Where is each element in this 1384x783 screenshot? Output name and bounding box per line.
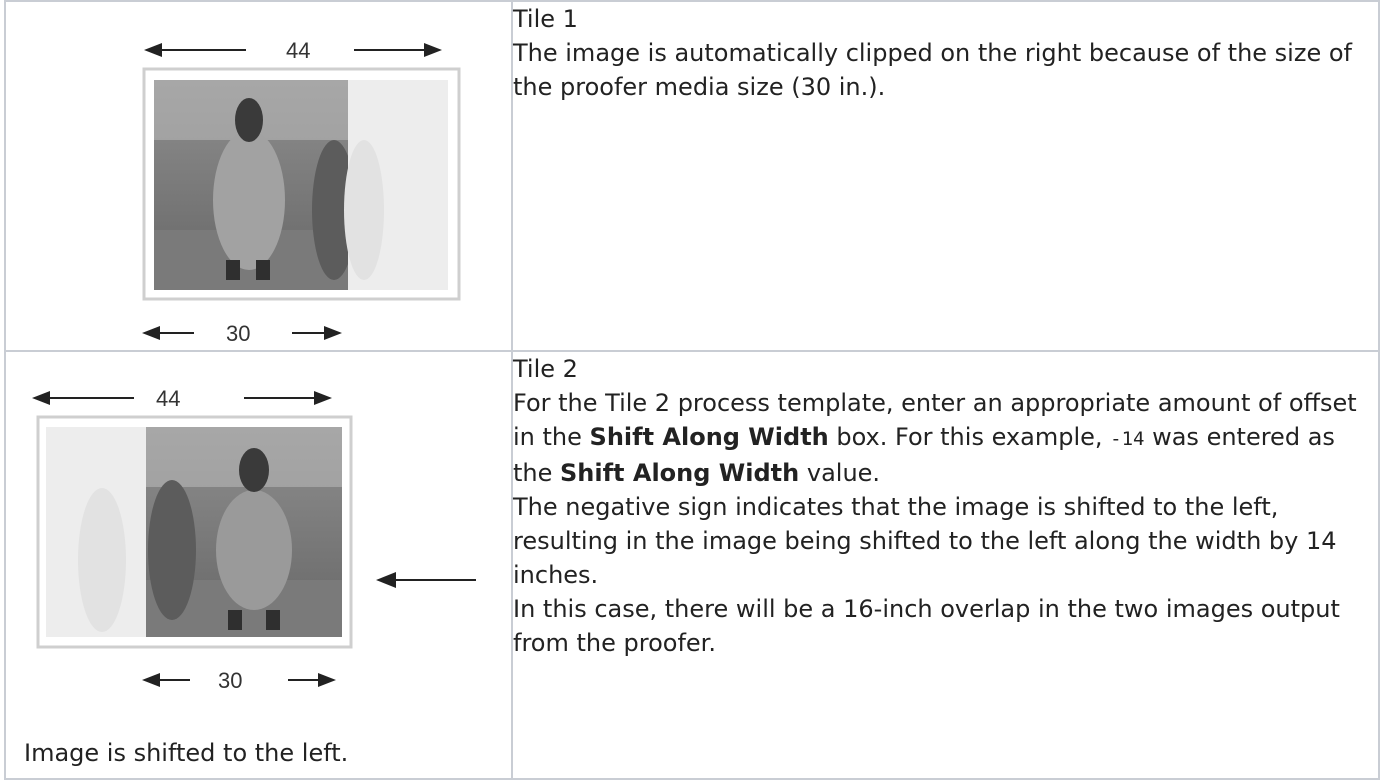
tile2-instruction: For the Tile 2 process template, enter a… (513, 386, 1378, 490)
offset-value-code: -14 (1110, 428, 1145, 450)
width-30-label: 30 (226, 321, 250, 345)
tile1-figure: 44 (142, 38, 461, 345)
tile2-figure: 44 (32, 386, 476, 693)
width-44-label: 44 (286, 38, 310, 63)
tile1-title: Tile 1 (513, 5, 578, 33)
tile2-figure-cell: 44 (4, 350, 513, 780)
width-44-arrow (144, 43, 442, 57)
tile2-text-cell: Tile 2 For the Tile 2 process template, … (511, 350, 1380, 780)
tiling-table: 44 (4, 0, 1380, 780)
tile1-text-cell: Tile 1 The image is automatically clippe… (511, 0, 1380, 352)
tile2-negative-sign-note: The negative sign indicates that the ima… (513, 493, 1337, 589)
instruction-text: value. (799, 459, 881, 487)
shift-along-width-label: Shift Along Width (560, 459, 800, 487)
tile2-title: Tile 2 (513, 355, 578, 383)
width-44-arrow (32, 391, 332, 405)
instruction-text: was entered as the (513, 423, 1335, 487)
tile1-description: The image is automatically clipped on th… (513, 39, 1352, 101)
width-30-label: 30 (218, 668, 242, 693)
tile2-caption: Image is shifted to the left. (24, 739, 349, 767)
penguin-figure (213, 130, 285, 270)
tile2-overlap-note: In this case, there will be a 16-inch ov… (513, 595, 1340, 657)
width-30-arrow (142, 326, 342, 340)
width-30-arrow (142, 673, 336, 687)
instruction-text: box. For this example, (828, 423, 1111, 451)
shift-along-width-label: Shift Along Width (589, 423, 829, 451)
instruction-text: For the Tile 2 process template, enter a… (513, 389, 1357, 451)
tile1-row: 44 (4, 0, 1380, 352)
penguin-figure (216, 490, 292, 610)
shift-left-arrow (376, 572, 476, 588)
tile2-row: 44 (4, 350, 1380, 780)
tile1-figure-cell: 44 (4, 0, 513, 352)
width-44-label: 44 (156, 386, 180, 411)
